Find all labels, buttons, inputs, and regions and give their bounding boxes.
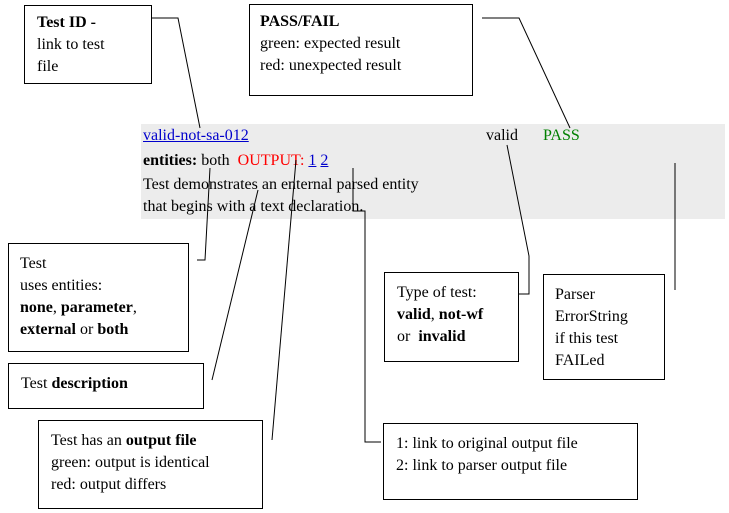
output-file-callout-line2: green: output is identical (51, 454, 210, 471)
parser-error-callout: Parser ErrorString if this test FAILed (543, 274, 665, 380)
connector-test-id (152, 17, 201, 129)
entities-callout-line4: external or both (20, 321, 129, 338)
test-row-background (141, 124, 725, 219)
description-callout-prefix: Test (21, 375, 52, 392)
connector-description (211, 189, 259, 381)
description-callout-bold: description (51, 375, 128, 392)
connector-pass-fail (482, 17, 571, 129)
type-of-test-callout: Type of test: valid, not-wf or invalid (384, 272, 519, 362)
output-file-callout-line3: red: output differs (51, 476, 167, 493)
output-links-callout-line1: 1: link to original output file (396, 435, 578, 452)
entities-label: entities: (143, 152, 198, 169)
description-line-1: Test demonstrates an enternal parsed ent… (143, 176, 419, 193)
test-type-value: valid (486, 127, 518, 144)
test-id-link[interactable]: valid-not-sa-012 (143, 127, 249, 144)
test-id-callout: Test ID - link to test file (24, 5, 152, 84)
parser-error-callout-line3: if this test (555, 330, 619, 347)
test-id-row: valid-not-sa-012 (143, 125, 249, 147)
connector-output-links (352, 168, 381, 443)
pass-fail-callout: PASS/FAIL green: expected result red: un… (249, 4, 473, 96)
pass-fail-callout-line3: red: unexpected result (260, 57, 402, 74)
connector-output-file (271, 159, 297, 441)
entities-value: both (201, 152, 230, 169)
output-links-callout-line2: 2: link to parser output file (396, 457, 568, 474)
test-id-callout-line3: file (37, 58, 59, 75)
description-line-2: that begins with a text declaration. (143, 198, 364, 215)
parser-error-callout-line1: Parser (555, 286, 595, 303)
output-label: OUTPUT: (237, 152, 305, 169)
entities-callout: Test uses entities: none, parameter, ext… (8, 243, 189, 352)
output-links-callout: 1: link to original output file 2: link … (383, 423, 638, 500)
test-id-callout-title: Test ID - (37, 14, 96, 31)
entities-row: entities: both OUTPUT: 1 2 (143, 150, 328, 172)
output-link-parser[interactable]: 2 (320, 152, 329, 169)
output-file-callout: Test has an output file green: output is… (38, 420, 263, 509)
entities-callout-line2: uses entities: (20, 277, 103, 294)
parser-error-callout-line2: ErrorString (555, 308, 628, 325)
type-of-test-callout-line1: Type of test: (397, 284, 477, 301)
entities-callout-line3: none, parameter, (20, 299, 137, 316)
output-file-callout-line1: Test has an output file (51, 432, 197, 449)
test-id-callout-line2: link to test (37, 36, 105, 53)
output-link-original[interactable]: 1 (308, 152, 317, 169)
description-callout: Test description (8, 363, 204, 409)
pass-fail-callout-line2: green: expected result (260, 35, 401, 52)
type-of-test-callout-line3: or invalid (397, 328, 466, 345)
result-status: PASS (543, 127, 580, 144)
type-of-test-callout-line2: valid, not-wf (397, 306, 484, 323)
entities-callout-line1: Test (20, 255, 47, 272)
connector-type-of-test (506, 144, 530, 295)
parser-error-callout-line4: FAILed (555, 352, 605, 369)
connector-entities (197, 167, 211, 261)
pass-fail-callout-title: PASS/FAIL (260, 13, 340, 30)
